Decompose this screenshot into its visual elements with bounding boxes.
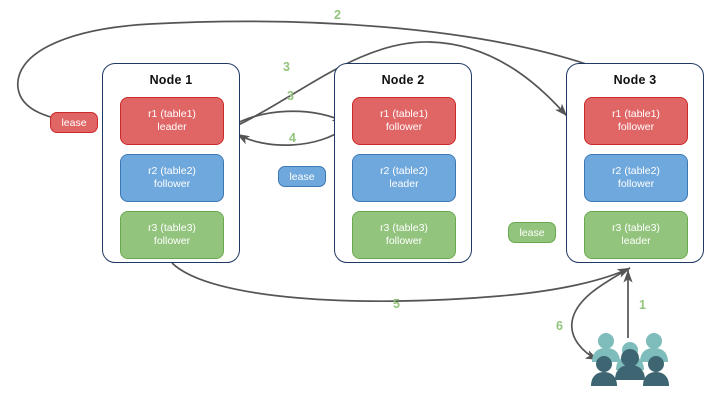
replica-role: follower bbox=[617, 178, 655, 190]
replica-name: r3 (table3) bbox=[380, 221, 428, 234]
replica-role: follower bbox=[385, 235, 423, 247]
replica-role: leader bbox=[621, 235, 651, 247]
replica-node3-r1[interactable]: r1 (table1) follower bbox=[584, 97, 688, 145]
step-label-2: 2 bbox=[334, 8, 341, 22]
replica-node3-r3[interactable]: r3 (table3) leader bbox=[584, 211, 688, 259]
node-card-node1[interactable]: Node 1 r1 (table1) leader r2 (table2) fo… bbox=[102, 63, 240, 263]
replica-node1-r1[interactable]: r1 (table1) leader bbox=[120, 97, 224, 145]
replica-node2-r1[interactable]: r1 (table1) follower bbox=[352, 97, 456, 145]
replica-name: r3 (table3) bbox=[148, 221, 196, 234]
users-group-icon bbox=[591, 333, 669, 386]
replica-node1-r3[interactable]: r3 (table3) follower bbox=[120, 211, 224, 259]
node-card-node3[interactable]: Node 3 r1 (table1) follower r2 (table2) … bbox=[566, 63, 704, 263]
step-label-5: 5 bbox=[393, 297, 400, 311]
step-label-3b: 3 bbox=[287, 89, 294, 103]
lease-badge-table1[interactable]: lease bbox=[50, 112, 98, 133]
lease-badge-table3[interactable]: lease bbox=[508, 222, 556, 243]
replica-role: leader bbox=[157, 121, 187, 133]
replica-name: r2 (table2) bbox=[612, 164, 660, 177]
replica-name: r1 (table1) bbox=[148, 107, 196, 120]
replica-name: r2 (table2) bbox=[380, 164, 428, 177]
node-card-node2[interactable]: Node 2 r1 (table1) follower r2 (table2) … bbox=[334, 63, 472, 263]
edge-step-5 bbox=[171, 262, 631, 303]
replica-node3-r2[interactable]: r2 (table2) follower bbox=[584, 154, 688, 202]
replica-name: r1 (table1) bbox=[380, 107, 428, 120]
step-label-6: 6 bbox=[556, 319, 563, 333]
node-title: Node 3 bbox=[613, 73, 657, 87]
node-title: Node 2 bbox=[381, 73, 425, 87]
replica-role: follower bbox=[617, 121, 655, 133]
edge-step-3-to-node2 bbox=[229, 110, 346, 128]
replica-node2-r2[interactable]: r2 (table2) leader bbox=[352, 154, 456, 202]
step-label-4: 4 bbox=[289, 131, 296, 145]
node-title: Node 1 bbox=[149, 73, 193, 87]
replica-role: follower bbox=[153, 235, 191, 247]
lease-badge-table2[interactable]: lease bbox=[278, 166, 326, 187]
replica-role: follower bbox=[153, 178, 191, 190]
replica-name: r1 (table1) bbox=[612, 107, 660, 120]
replica-node2-r3[interactable]: r3 (table3) follower bbox=[352, 211, 456, 259]
step-label-1: 1 bbox=[639, 298, 646, 312]
replica-role: leader bbox=[389, 178, 419, 190]
replica-name: r3 (table3) bbox=[612, 221, 660, 234]
replica-name: r2 (table2) bbox=[148, 164, 196, 177]
replica-role: follower bbox=[385, 121, 423, 133]
step-label-3a: 3 bbox=[283, 60, 290, 74]
replica-node1-r2[interactable]: r2 (table2) follower bbox=[120, 154, 224, 202]
